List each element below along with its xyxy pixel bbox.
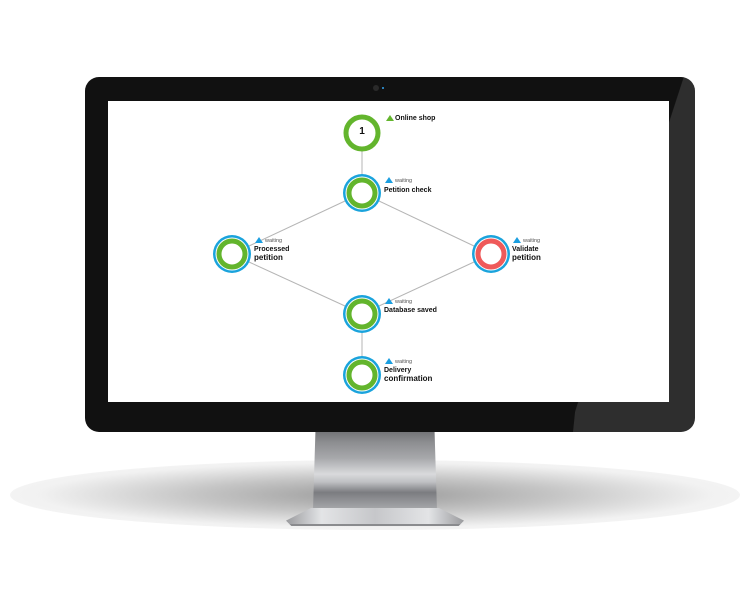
node-label-processed-line2: petition bbox=[254, 253, 283, 262]
node-status: waiting bbox=[265, 238, 283, 244]
camera-led bbox=[382, 87, 384, 89]
workflow-screen: 1 Online shop waiting Petition check wai… bbox=[108, 101, 669, 402]
node-label-delivery-line1: Delivery bbox=[384, 367, 412, 374]
node-database-saved[interactable] bbox=[343, 295, 381, 333]
edge-processed-database bbox=[248, 261, 346, 307]
node-status: waiting bbox=[395, 359, 413, 365]
node-label-delivery-line2: confirmation bbox=[384, 374, 433, 383]
edge-petition-check-validate bbox=[378, 200, 475, 247]
node-label-database-saved: Database saved bbox=[384, 307, 437, 314]
status-triangle-icon bbox=[513, 237, 521, 243]
node-label-validate-line2: petition bbox=[512, 253, 541, 262]
camera-icon bbox=[373, 85, 379, 91]
status-triangle-icon bbox=[385, 298, 393, 304]
node-delivery-confirmation[interactable] bbox=[343, 356, 381, 394]
node-label-online-shop: Online shop bbox=[395, 115, 436, 122]
status-triangle-icon bbox=[385, 177, 393, 183]
monitor-base bbox=[286, 508, 464, 526]
node-petition-check[interactable] bbox=[343, 174, 381, 212]
node-processed-petition[interactable] bbox=[213, 235, 251, 273]
workflow-graph bbox=[213, 114, 510, 394]
node-status: waiting bbox=[523, 238, 541, 244]
status-triangle-icon bbox=[255, 237, 263, 243]
edge-petition-check-processed bbox=[248, 200, 346, 247]
monitor-bezel: 1 Online shop waiting Petition check wai… bbox=[85, 77, 695, 432]
node-number: 1 bbox=[359, 126, 365, 137]
connectors bbox=[248, 151, 475, 357]
status-triangle-icon bbox=[386, 115, 394, 121]
node-online-shop[interactable] bbox=[343, 114, 381, 152]
node-status: waiting bbox=[395, 178, 413, 184]
node-status: waiting bbox=[395, 299, 413, 305]
node-validate-petition[interactable] bbox=[472, 235, 510, 273]
edge-validate-database bbox=[378, 261, 475, 307]
monitor-stand bbox=[313, 430, 437, 510]
node-label-processed-line1: Processed bbox=[254, 246, 290, 253]
status-triangle-icon bbox=[385, 358, 393, 364]
node-label-validate-line1: Validate bbox=[512, 246, 539, 253]
node-label-petition-check: Petition check bbox=[384, 187, 432, 194]
